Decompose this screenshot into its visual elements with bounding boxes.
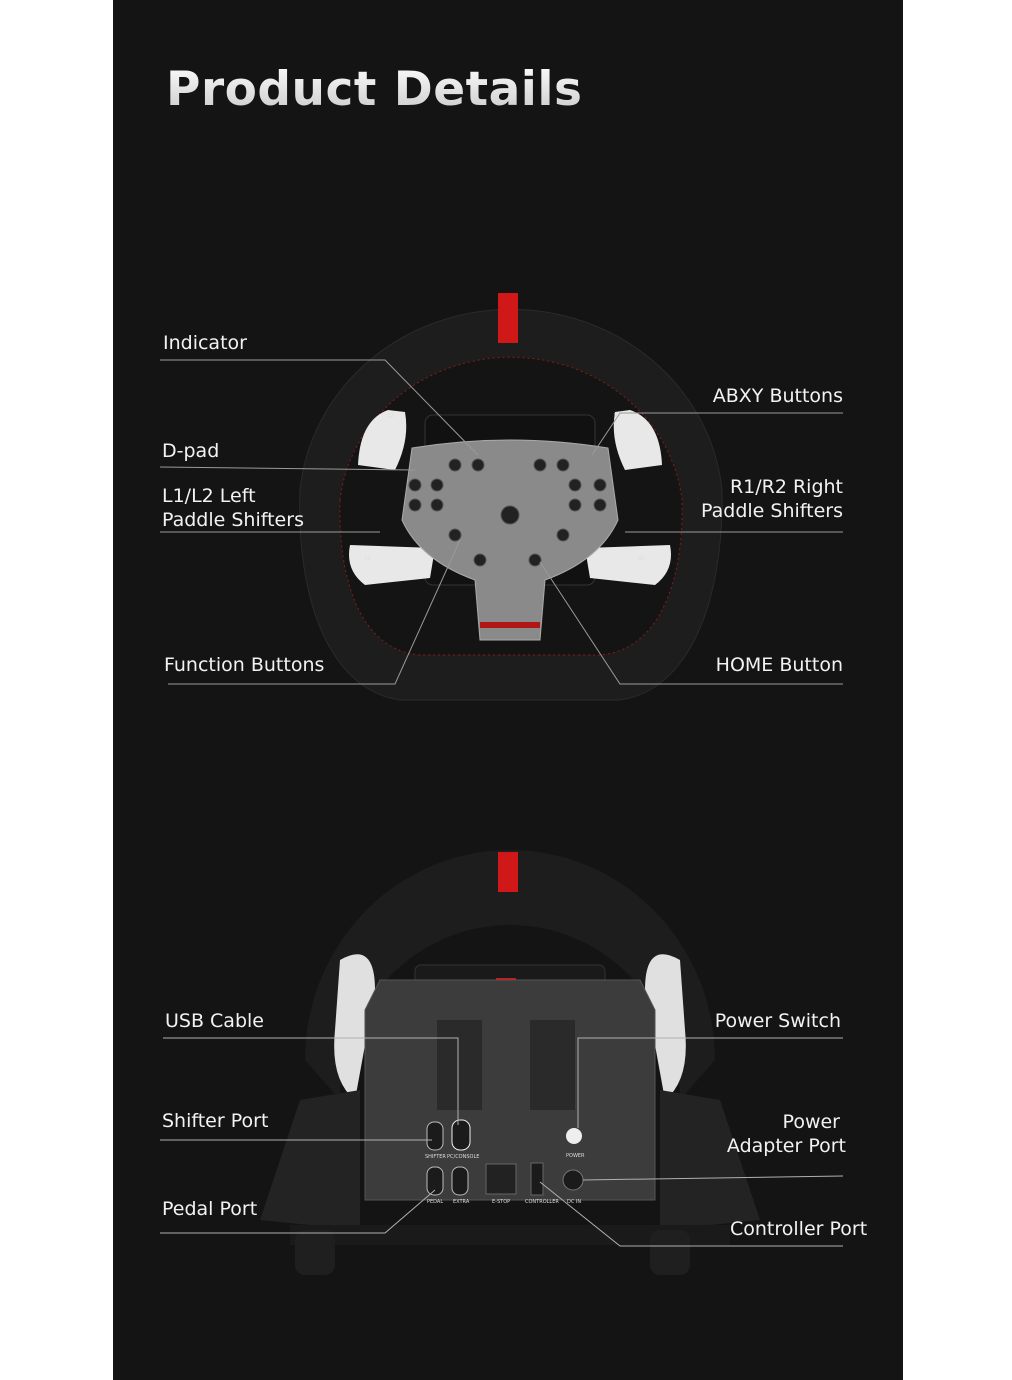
- label-indicator: Indicator: [163, 332, 247, 354]
- svg-text:POWER: POWER: [566, 1153, 585, 1159]
- paddle-r2: [585, 545, 671, 585]
- svg-text:CONTROLLER: CONTROLLER: [525, 1199, 559, 1205]
- front-wheel-image: L1 R1 L2 R2: [159, 293, 843, 701]
- paddle-l2: [349, 545, 435, 585]
- svg-text:PEDAL: PEDAL: [427, 1199, 443, 1205]
- r1-mark: R1: [614, 413, 621, 419]
- svg-text:DC IN: DC IN: [567, 1199, 581, 1205]
- page-title: Product Details: [166, 62, 583, 117]
- label-power-adapter-1: Power: [782, 1111, 840, 1133]
- back-wheel-image: SHIFTER PC/CONSOLE POWER PEDAL EXTRA E-S…: [160, 850, 844, 1275]
- label-usb-cable: USB Cable: [165, 1010, 264, 1032]
- paddle-l1: [358, 410, 407, 470]
- label-pedal-port: Pedal Port: [162, 1198, 258, 1220]
- power-switch: [566, 1128, 582, 1144]
- label-dpad: D-pad: [162, 440, 220, 462]
- label-right-paddles-1: R1/R2 Right: [729, 476, 843, 498]
- top-marker: [498, 293, 518, 343]
- svg-text:SHIFTER: SHIFTER: [425, 1154, 446, 1160]
- r2-mark: R2: [638, 556, 645, 562]
- label-left-paddles-1: L1/L2 Left: [162, 485, 256, 507]
- svg-text:EXTRA: EXTRA: [453, 1199, 470, 1205]
- l1-mark: L1: [388, 413, 394, 419]
- label-left-paddles-2: Paddle Shifters: [162, 509, 304, 531]
- label-shifter-port: Shifter Port: [162, 1110, 269, 1132]
- label-power-adapter-2: Adapter Port: [726, 1135, 846, 1157]
- label-function-buttons: Function Buttons: [164, 654, 325, 676]
- svg-text:PC/CONSOLE: PC/CONSOLE: [447, 1154, 479, 1160]
- label-controller-port: Controller Port: [730, 1218, 868, 1240]
- label-power-switch: Power Switch: [714, 1010, 841, 1032]
- l2-mark: L2: [365, 556, 371, 562]
- label-abxy-buttons: ABXY Buttons: [712, 385, 843, 407]
- label-home-button: HOME Button: [715, 654, 843, 676]
- home-button: [500, 505, 520, 525]
- svg-text:E-STOP: E-STOP: [492, 1199, 510, 1205]
- paddle-r1: [613, 410, 662, 470]
- center-plate: [401, 439, 619, 641]
- label-right-paddles-2: Paddle Shifters: [701, 500, 843, 522]
